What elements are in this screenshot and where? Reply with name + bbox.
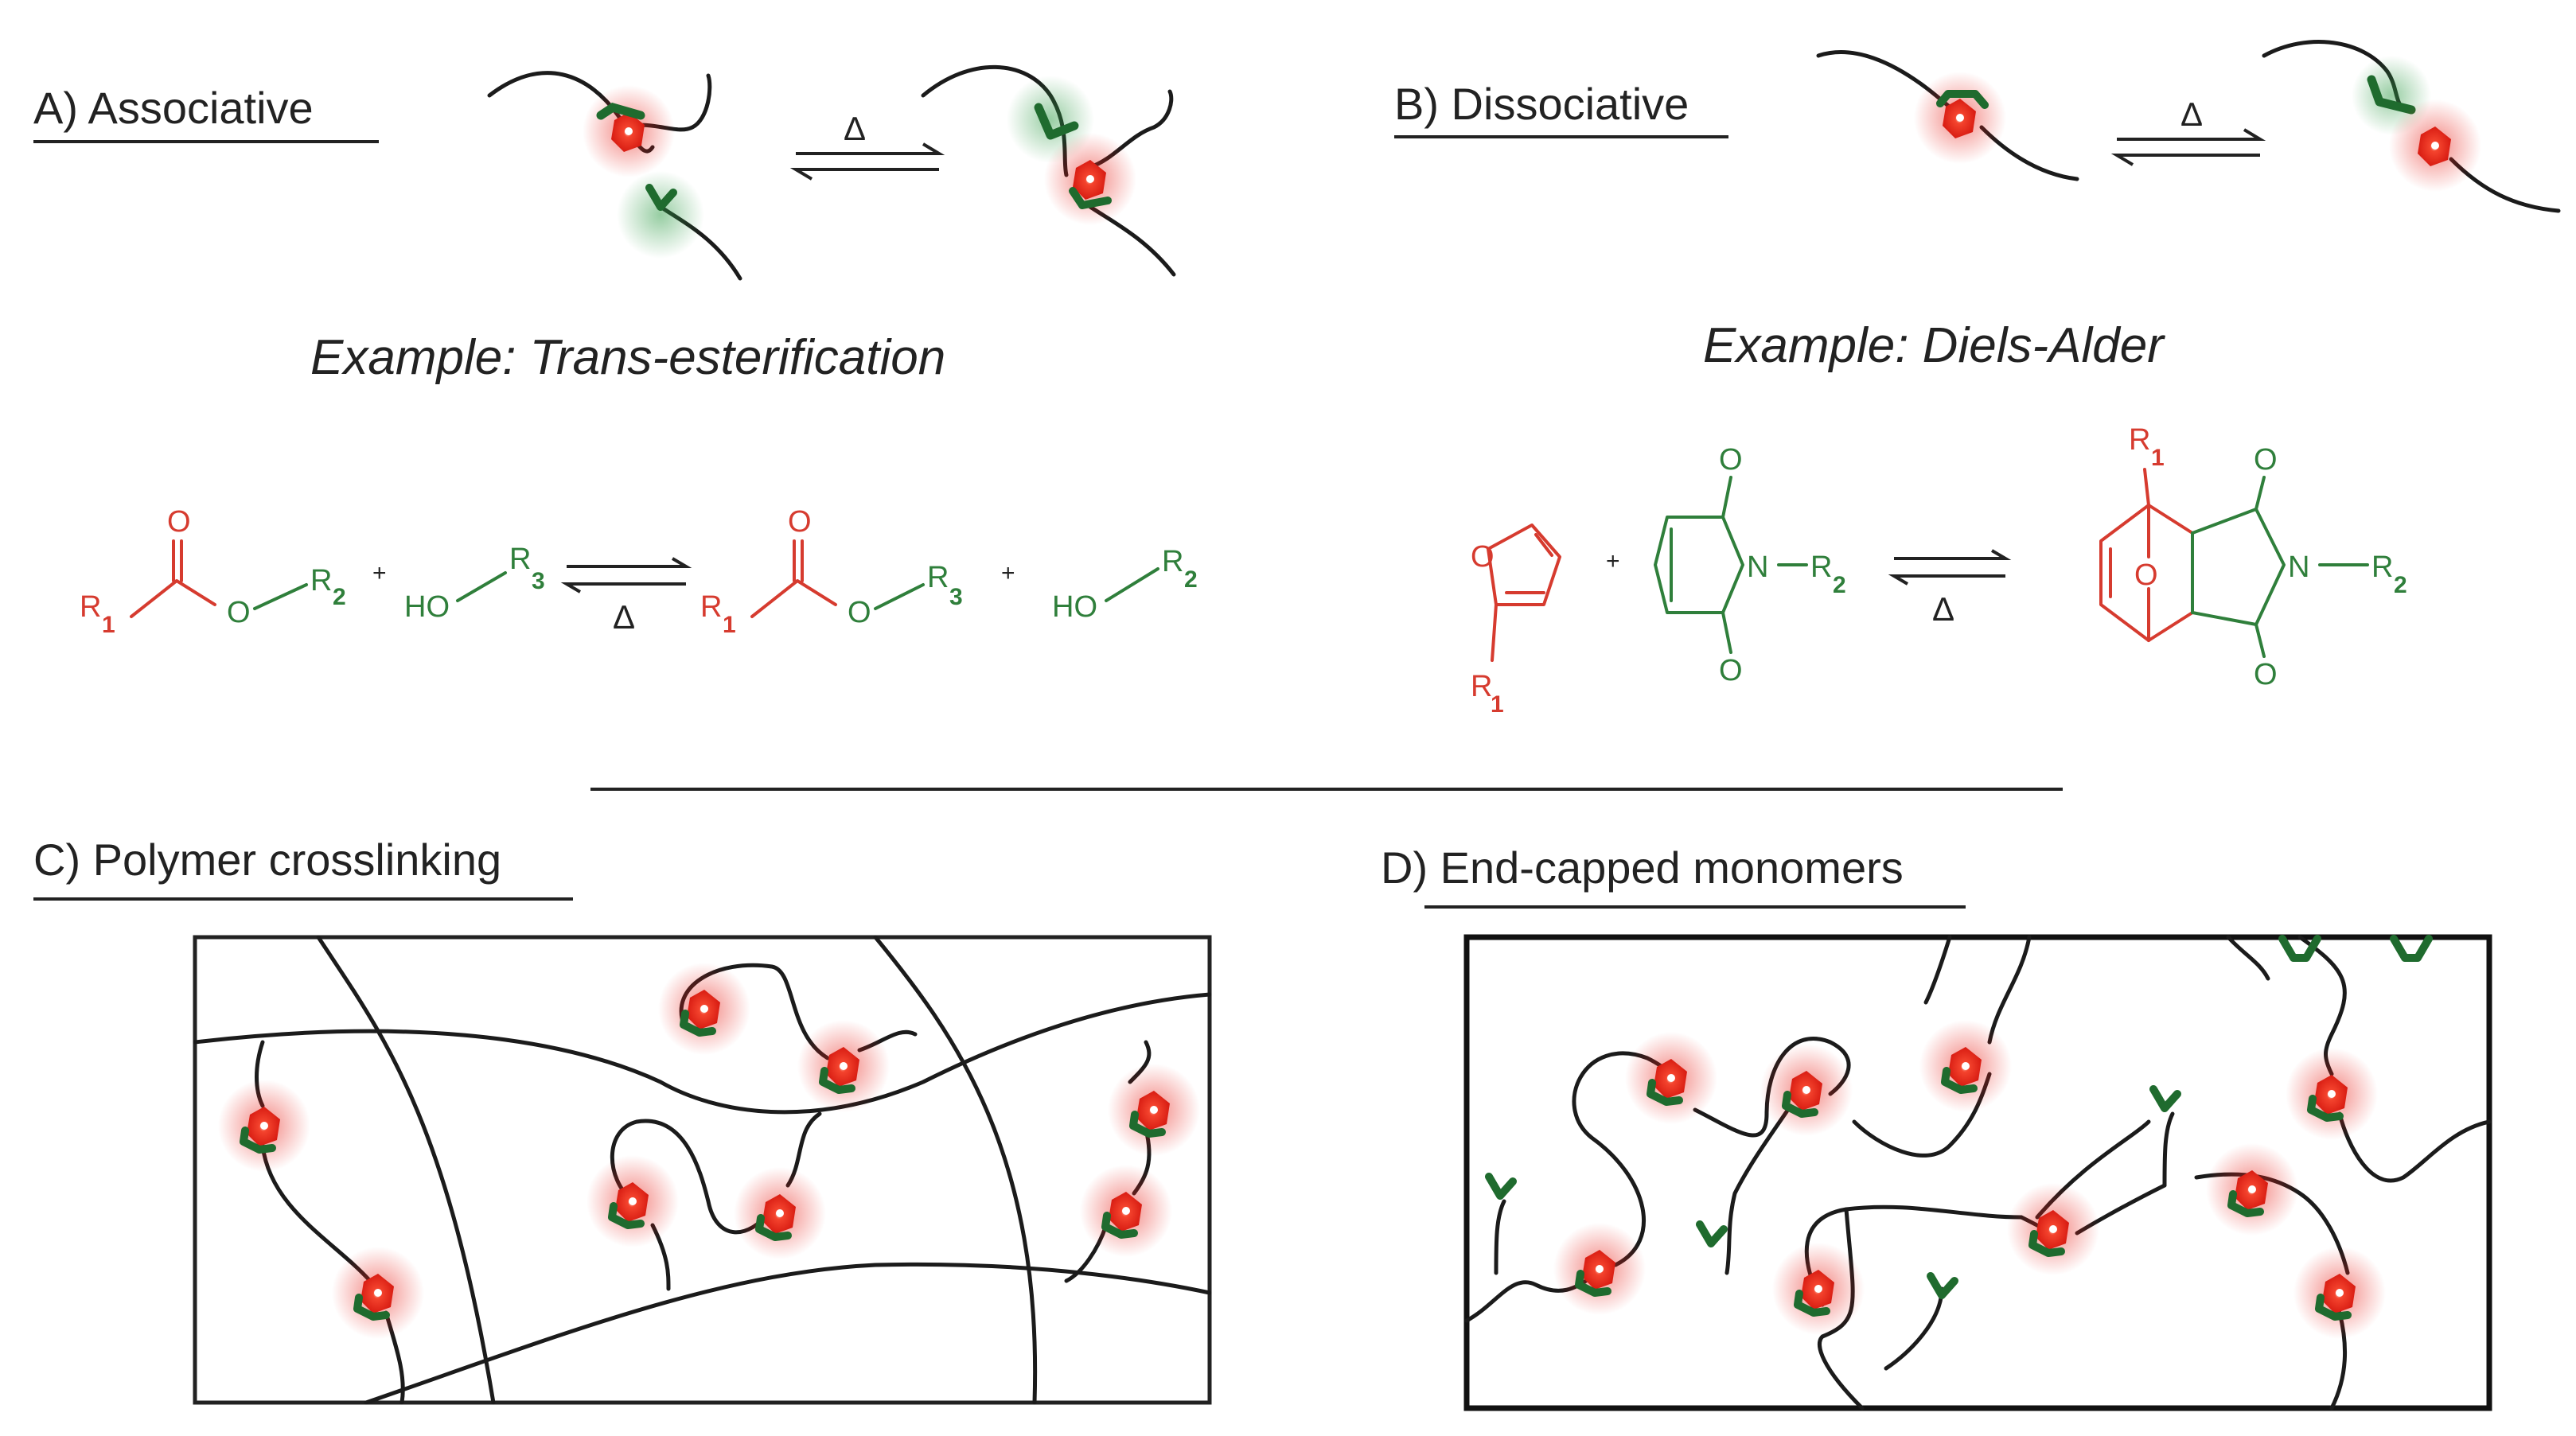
alcohol-right-ho: HO <box>1052 590 1097 624</box>
adduct-n: N <box>2288 551 2309 584</box>
ester-right-r1: R <box>700 590 722 624</box>
adduct-o-bottom: O <box>2254 658 2278 691</box>
associative-schematic-right <box>921 64 1176 277</box>
alcohol-left-r3: R <box>509 543 531 576</box>
diels-alder-scheme: O R 1 + O O N R 2 Δ R 1 <box>1471 423 2407 718</box>
transesterification-scheme: R 1 O O R 2 + HO R 3 Δ R 1 O O <box>80 505 1198 638</box>
ester-right-ether-o: O <box>848 596 871 629</box>
adduct-r2-sub: 2 <box>2394 572 2407 598</box>
ester-right-r1-sub: 1 <box>723 612 736 638</box>
equilibrium-arrows-a: Δ <box>789 110 945 181</box>
adduct-o-top: O <box>2254 443 2278 477</box>
alcohol-left-r3-sub: 3 <box>532 568 545 594</box>
dissociative-schematic-left <box>1816 50 2079 181</box>
adduct-r2: R <box>2371 551 2393 584</box>
plus-3: + <box>1606 548 1620 574</box>
example-transesterification: Example: Trans-esterification <box>310 330 945 385</box>
crosslinked-network <box>193 935 1212 1405</box>
panel-b-label: B) Dissociative <box>1394 79 1689 129</box>
heat-symbol-diels-alder: Δ <box>1932 590 1954 628</box>
dissociative-schematic-right <box>2262 40 2561 213</box>
equilibrium-arrows-diels-alder: Δ <box>1888 549 2012 628</box>
panel-c-frame <box>193 935 1212 1405</box>
plus-2: + <box>1001 560 1015 586</box>
ester-left-r2: R <box>310 564 332 597</box>
maleimide-n: N <box>1747 551 1768 584</box>
furan: O R 1 <box>1471 523 1561 718</box>
panel-a-label: A) Associative <box>33 83 314 133</box>
maleimide-r2-sub: 2 <box>1833 572 1846 598</box>
associative-schematic-left <box>487 71 742 281</box>
maleimide-r2: R <box>1810 551 1832 584</box>
ester-left-r2-sub: 2 <box>333 584 346 610</box>
panel-c-label: C) Polymer crosslinking <box>33 835 501 885</box>
heat-symbol-transesterification: Δ <box>613 598 635 636</box>
adduct-o-bridge: O <box>2134 558 2158 592</box>
alcohol-right-r2-sub: 2 <box>1184 566 1198 593</box>
alcohol-right: HO R 2 <box>1052 545 1198 624</box>
maleimide: O O N R 2 <box>1654 443 1846 687</box>
adduct-r1: R <box>2129 423 2150 457</box>
end-capped-network <box>1463 934 2492 1411</box>
heat-symbol-a: Δ <box>844 110 866 147</box>
furan-r1-sub: 1 <box>1491 691 1504 718</box>
equilibrium-arrows-transesterification: Δ <box>560 557 692 636</box>
alcohol-right-r2: R <box>1162 545 1183 578</box>
diels-alder-adduct: R 1 O O O N R 2 <box>2099 423 2407 691</box>
maleimide-o-bottom: O <box>1719 654 1743 687</box>
plus-1: + <box>372 560 387 586</box>
ester-right-carbonyl-o: O <box>788 505 812 539</box>
furan-o: O <box>1471 540 1495 574</box>
adduct-r1-sub: 1 <box>2151 445 2165 471</box>
alcohol-left: HO R 3 <box>404 543 545 624</box>
panel-d-frame <box>1463 934 2492 1411</box>
equilibrium-arrows-b: Δ <box>2110 95 2266 166</box>
ester-right-r3-sub: 3 <box>949 584 963 610</box>
maleimide-o-top: O <box>1719 443 1743 477</box>
ester-left-r1-sub: 1 <box>102 612 115 638</box>
ester-right: R 1 O O R 3 <box>700 505 963 638</box>
example-diels-alder: Example: Diels-Alder <box>1703 318 2165 373</box>
ester-left: R 1 O O R 2 <box>80 505 346 638</box>
ester-left-carbonyl-o: O <box>167 505 191 539</box>
furan-r1: R <box>1471 670 1492 703</box>
panel-d-label: D) End-capped monomers <box>1381 843 1904 893</box>
ester-left-r1: R <box>80 590 101 624</box>
ester-right-r3: R <box>927 561 949 594</box>
ester-left-ether-o: O <box>227 596 251 629</box>
heat-symbol-b: Δ <box>2180 95 2203 133</box>
alcohol-left-ho: HO <box>404 590 450 624</box>
